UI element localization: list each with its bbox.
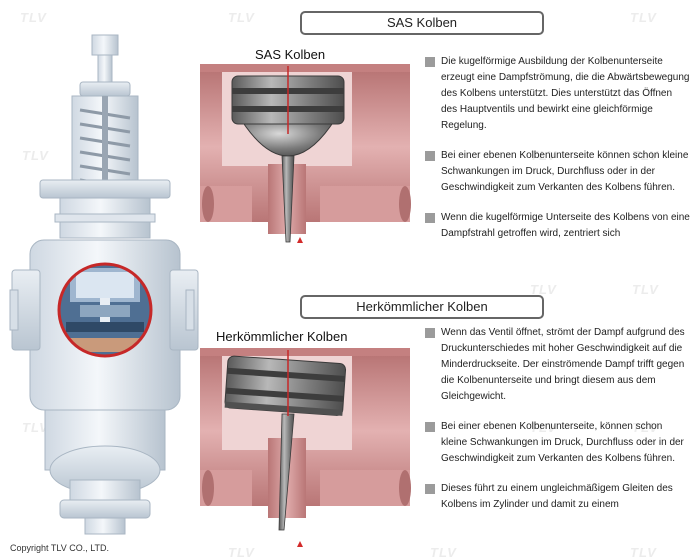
bullet-square (425, 422, 435, 432)
valve-drawing (9, 34, 199, 535)
conventional-paragraph: Bei einer ebenen Kolbenunterseite, könne… (425, 419, 690, 467)
bullet-square (425, 328, 435, 338)
sas-description: Die kugelförmige Ausbildung der Kolbenun… (425, 54, 690, 256)
bullet-square (425, 57, 435, 67)
conventional-description: Wenn das Ventil öffnet, strömt der Dampf… (425, 325, 690, 527)
sas-paragraph: Die kugelförmige Ausbildung der Kolbenun… (425, 54, 690, 134)
steam-flow-arrow (297, 541, 303, 547)
sas-paragraph-text: Bei einer ebenen Kolbenunterseite können… (441, 150, 689, 193)
sas-paragraph-text: Wenn die kugelförmige Unterseite des Kol… (441, 212, 690, 239)
sas-piston-drawing (200, 64, 411, 243)
pilot-section-highlight (59, 264, 151, 356)
conventional-piston-label: Herkömmlicher Kolben (216, 329, 348, 344)
watermark: TLV (630, 545, 657, 560)
section-title-sas: SAS Kolben (300, 11, 544, 35)
watermark: TLV (632, 282, 659, 297)
conventional-paragraph: Wenn das Ventil öffnet, strömt der Dampf… (425, 325, 690, 405)
watermark: TLV (430, 545, 457, 560)
conventional-paragraph-text: Bei einer ebenen Kolbenunterseite, könne… (441, 421, 684, 464)
sas-paragraph: Wenn die kugelförmige Unterseite des Kol… (425, 210, 690, 242)
bullet-square (425, 151, 435, 161)
highlight-circle (57, 262, 153, 358)
copyright-notice: Copyright TLV CO., LTD. (10, 543, 110, 553)
watermark: TLV (630, 10, 657, 25)
watermark: TLV (228, 10, 255, 25)
conventional-paragraph: Dieses führt zu einem ungleichmäßigem Gl… (425, 481, 690, 513)
conventional-piston-diagram: Herkömmlicher Kolben (200, 320, 420, 535)
sas-paragraph-text: Die kugelförmige Ausbildung der Kolbenun… (441, 56, 690, 131)
section-title-conventional: Herkömmlicher Kolben (300, 295, 544, 319)
valve-cutaway-illustration (0, 0, 200, 545)
conventional-paragraph-text: Wenn das Ventil öffnet, strömt der Dampf… (441, 327, 685, 402)
watermark: TLV (228, 545, 255, 560)
steam-flow-arrow (297, 237, 303, 243)
conventional-paragraph-text: Dieses führt zu einem ungleichmäßigem Gl… (441, 483, 673, 510)
sas-piston-label: SAS Kolben (255, 47, 326, 62)
bullet-square (425, 484, 435, 494)
bullet-square (425, 213, 435, 223)
conventional-piston-drawing (200, 348, 411, 531)
sas-piston-diagram: SAS Kolben (200, 36, 420, 251)
sas-paragraph: Bei einer ebenen Kolbenunterseite können… (425, 148, 690, 196)
